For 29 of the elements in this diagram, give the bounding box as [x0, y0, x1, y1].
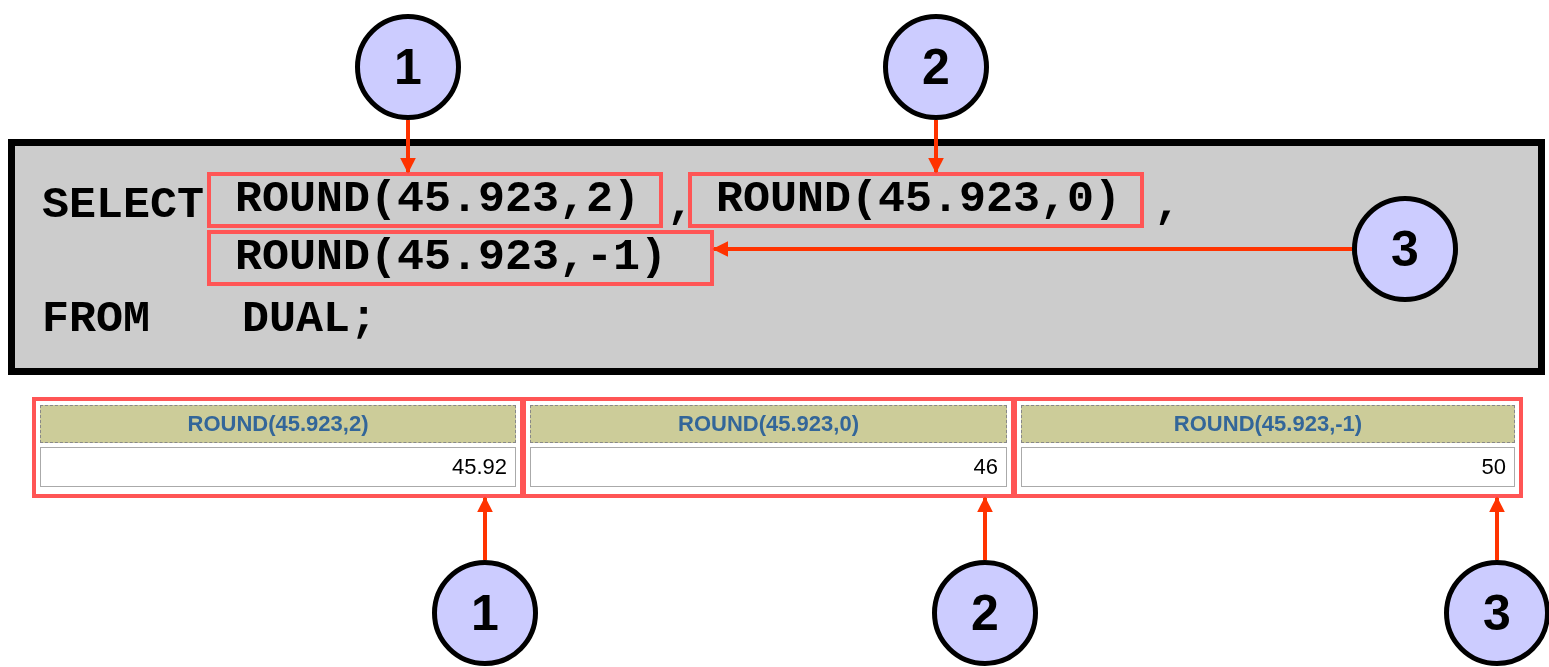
arrow [477, 496, 493, 560]
sql-code: FROM [42, 293, 151, 347]
callout-number: 3 [1352, 196, 1458, 302]
result-value: 46 [530, 447, 1007, 487]
arrow [712, 241, 1352, 257]
arrow [1489, 496, 1505, 560]
highlighted-code: ROUND(45.923,-1) [207, 230, 714, 286]
callout-number: 3 [1444, 560, 1549, 666]
result-column [1013, 397, 1523, 498]
arrow [400, 120, 416, 174]
callout-number: 1 [432, 560, 538, 666]
result-value: 45.92 [40, 447, 516, 487]
arrow [928, 120, 944, 174]
column-header: ROUND(45.923,0) [530, 405, 1007, 443]
column-header: ROUND(45.923,-1) [1021, 405, 1515, 443]
callout-number: 2 [883, 14, 989, 120]
result-value: 50 [1021, 447, 1515, 487]
callout-number: 1 [355, 14, 461, 120]
highlighted-code: ROUND(45.923,2) [207, 172, 663, 228]
arrow [977, 496, 993, 560]
callout-number: 2 [932, 560, 1038, 666]
code-panel [8, 139, 1545, 375]
result-column [522, 397, 1015, 498]
sql-code: SELECT [42, 179, 205, 233]
result-column [32, 397, 524, 498]
sql-code: , [1154, 179, 1181, 233]
highlighted-code: ROUND(45.923,0) [688, 172, 1144, 228]
column-header: ROUND(45.923,2) [40, 405, 516, 443]
sql-code: DUAL; [242, 293, 378, 347]
